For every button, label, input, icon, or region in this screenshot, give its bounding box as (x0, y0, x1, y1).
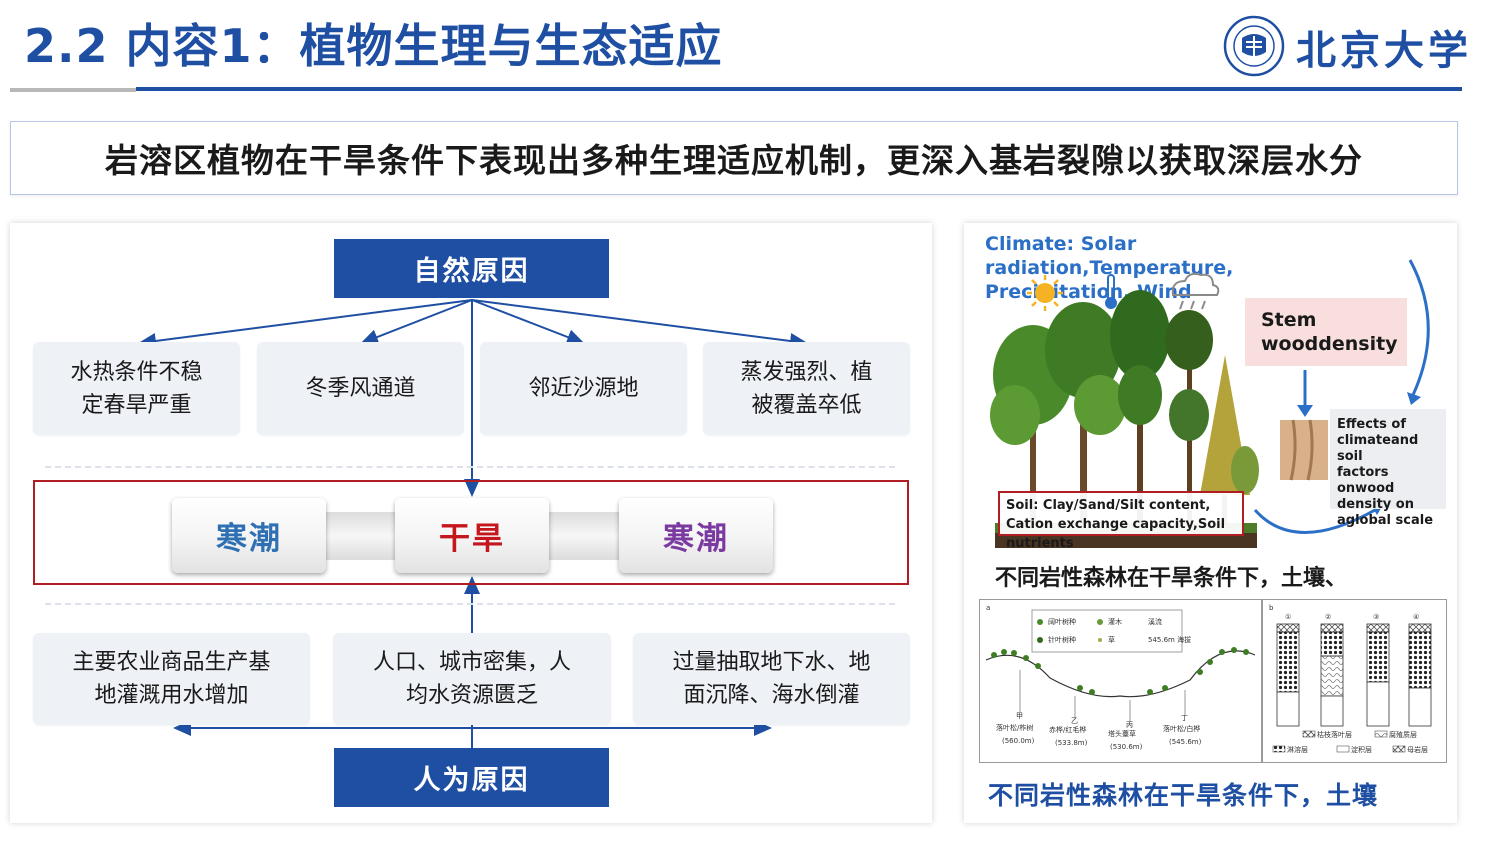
panel-label: b (1269, 604, 1274, 612)
cause-line: 水热条件不稳 (70, 359, 203, 385)
divider-dashed (45, 466, 895, 468)
stem-density-label: Stem wooddensity (1245, 298, 1407, 366)
column-label: ① (1285, 613, 1291, 621)
hazard-frame (33, 480, 909, 585)
site-elev: (533.8m) (1055, 739, 1088, 747)
slide-title: 2.2 内容1：植物生理与生态适应 (24, 19, 723, 73)
cause-line: 地灌溉用水增加 (94, 683, 249, 708)
human-cause-card-3: 过量抽取地下水、地面沉降、海水倒灌 (633, 633, 910, 725)
rain-cloud-icon (1171, 272, 1220, 310)
key-message-banner: 岩溶区植物在干旱条件下表现出多种生理适应机制，更深入基岩裂隙以获取深层水分 (10, 121, 1458, 195)
hazard-drought: 干旱 (395, 498, 549, 573)
divider-dashed (45, 603, 895, 605)
site-name: 落叶松/柞树 (996, 723, 1033, 732)
hazard-cold-wave-2: 寒潮 (619, 498, 773, 573)
cause-line: 主要农业商品生产基 (72, 650, 271, 675)
header-rule-blue (136, 87, 1462, 91)
cause-line: 定春旱严重 (81, 392, 192, 418)
legend-item: 枯枝落叶层 (1317, 730, 1352, 739)
cause-line: 人口、城市密集，人 (372, 650, 571, 675)
cause-line: 蒸发强烈、植 (740, 359, 873, 385)
site-name: 塔头薹草 (1108, 729, 1136, 738)
sun-icon (1027, 275, 1063, 311)
natural-causes-box: 自然原因 (334, 239, 609, 298)
effects-line: aglobal scale (1337, 513, 1434, 528)
legend-item: 阔叶树种 (1048, 617, 1076, 626)
cause-line: 被覆盖卒低 (751, 392, 862, 418)
effects-label: Effects of climateand soil factors onwoo… (1330, 409, 1446, 528)
site-elev: (545.6m) (1169, 738, 1202, 746)
cause-line: 邻近沙源地 (528, 376, 639, 401)
cycle-arrows (1253, 259, 1430, 534)
human-cause-card-1: 主要农业商品生产基地灌溉用水增加 (33, 633, 310, 725)
thermometer-icon (1105, 274, 1117, 309)
university-name: 北京大学 (1296, 27, 1472, 74)
pku-logo-icon (1223, 15, 1285, 77)
legend-item: 淋溶层 (1287, 745, 1308, 754)
legend-item: 545.6m 海拔 (1148, 635, 1191, 644)
stem-line: Stem (1261, 309, 1317, 331)
figure-caption-1: 不同岩性森林在干旱条件下，土壤、 (995, 566, 1348, 591)
legend-item: 淀积层 (1351, 745, 1372, 754)
column-label: ③ (1373, 613, 1379, 621)
header-rule-grey (10, 88, 136, 92)
legend-item: 腐殖质层 (1389, 730, 1417, 739)
hazard-cold-wave-1: 寒潮 (172, 498, 326, 573)
site-name: 赤桦/红毛桦 (1049, 725, 1086, 734)
cause-line: 过量抽取地下水、地 (672, 650, 871, 675)
soil-label: Soil: Clay/Sand/Silt content, Cation exc… (998, 491, 1244, 551)
natural-cause-card-4: 蒸发强烈、植被覆盖卒低 (703, 342, 910, 435)
effects-line: factors onwood (1337, 465, 1395, 496)
tree-icons (990, 290, 1259, 525)
cause-line: 均水资源匮乏 (405, 683, 538, 708)
human-causes-box: 人为原因 (334, 748, 609, 807)
site-mark: 甲 (1016, 712, 1023, 720)
soil-profile-figure: b ① ② ③ ④ 枯枝落叶层 腐殖质层 淋溶层 淀积层 母岩层 (1262, 599, 1447, 763)
legend-item: 草 (1108, 635, 1115, 644)
site-mark: 丙 (1126, 721, 1133, 729)
terrain-profile-figure: a 阔叶树种 灌木 溪流 针叶树种 草 545.6m 海拔 甲 落叶松/柞树 (… (979, 599, 1262, 763)
effects-line: density on (1337, 497, 1414, 512)
natural-cause-card-1: 水热条件不稳定春旱严重 (33, 342, 240, 435)
cause-line: 面沉降、海水倒灌 (683, 683, 860, 708)
effects-line: climateand soil (1337, 433, 1419, 464)
effects-line: Effects of (1337, 417, 1406, 432)
site-elev: (530.6m) (1110, 743, 1143, 751)
site-mark: 丁 (1181, 714, 1188, 722)
pill-connector (547, 512, 621, 560)
site-name: 落叶松/白桦 (1163, 724, 1200, 733)
human-cause-card-2: 人口、城市密集，人均水资源匮乏 (333, 633, 611, 725)
column-label: ④ (1413, 613, 1419, 621)
site-mark: 乙 (1071, 717, 1078, 725)
legend-item: 针叶树种 (1048, 635, 1076, 644)
natural-cause-card-2: 冬季风通道 (257, 342, 464, 435)
legend-item: 溪流 (1148, 617, 1162, 626)
legend-item: 灌木 (1108, 617, 1122, 626)
site-elev: (560.0m) (1002, 737, 1035, 745)
pill-connector (325, 512, 397, 560)
banner-text: 岩溶区植物在干旱条件下表现出多种生理适应机制，更深入基岩裂隙以获取深层水分 (105, 141, 1363, 180)
cause-line: 冬季风通道 (305, 376, 416, 401)
figure-caption-2: 不同岩性森林在干旱条件下，土壤 (988, 781, 1379, 810)
stem-line: wooddensity (1261, 333, 1398, 355)
panel-label: a (986, 604, 990, 612)
natural-cause-card-3: 邻近沙源地 (480, 342, 687, 435)
wood-sample-icon (1280, 420, 1328, 480)
column-label: ② (1325, 613, 1331, 621)
legend-item: 母岩层 (1407, 745, 1428, 754)
